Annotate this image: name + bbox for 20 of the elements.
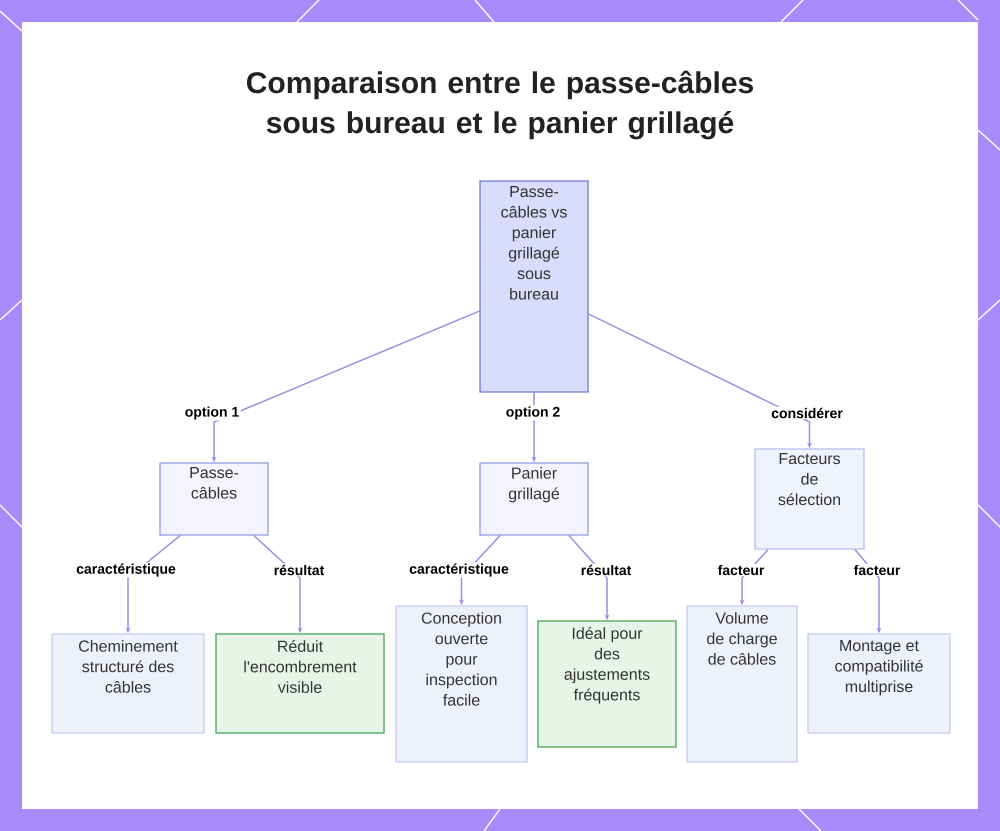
edge-label: caractéristique bbox=[74, 562, 178, 578]
leaf-box: Réduit l'encombrement visible bbox=[215, 633, 385, 734]
leaf-box: Montage et compatibilité multiprise bbox=[807, 633, 951, 734]
edge-label: facteur bbox=[852, 564, 902, 576]
edge-label: option 2 bbox=[504, 405, 562, 421]
edge-label: résultat bbox=[272, 564, 326, 576]
leaf-box: Volume de charge de câbles bbox=[686, 605, 798, 763]
branch-box: Passe-câbles bbox=[159, 462, 269, 536]
leaf-box: Conception ouverte pour inspection facile bbox=[395, 605, 528, 763]
edge-label: résultat bbox=[579, 564, 633, 576]
leaf-box: Cheminement structuré des câbles bbox=[51, 633, 205, 734]
title: Comparaison entre le passe-câbles sous bureau et le panier grillagé bbox=[246, 70, 753, 140]
edge-label: caractéristique bbox=[408, 562, 510, 578]
edge-label: facteur bbox=[716, 564, 766, 576]
root-box: Passe-câbles vs panier grillagé sous bureau bbox=[479, 180, 589, 393]
leaf-box: Idéal pour des ajustements fréquents bbox=[537, 620, 677, 748]
edge-label: considérer bbox=[770, 406, 844, 420]
branch-box: Panier grillagé bbox=[479, 462, 589, 536]
edge-label: option 1 bbox=[183, 405, 241, 421]
branch-box: Facteurs de sélection bbox=[754, 448, 865, 550]
